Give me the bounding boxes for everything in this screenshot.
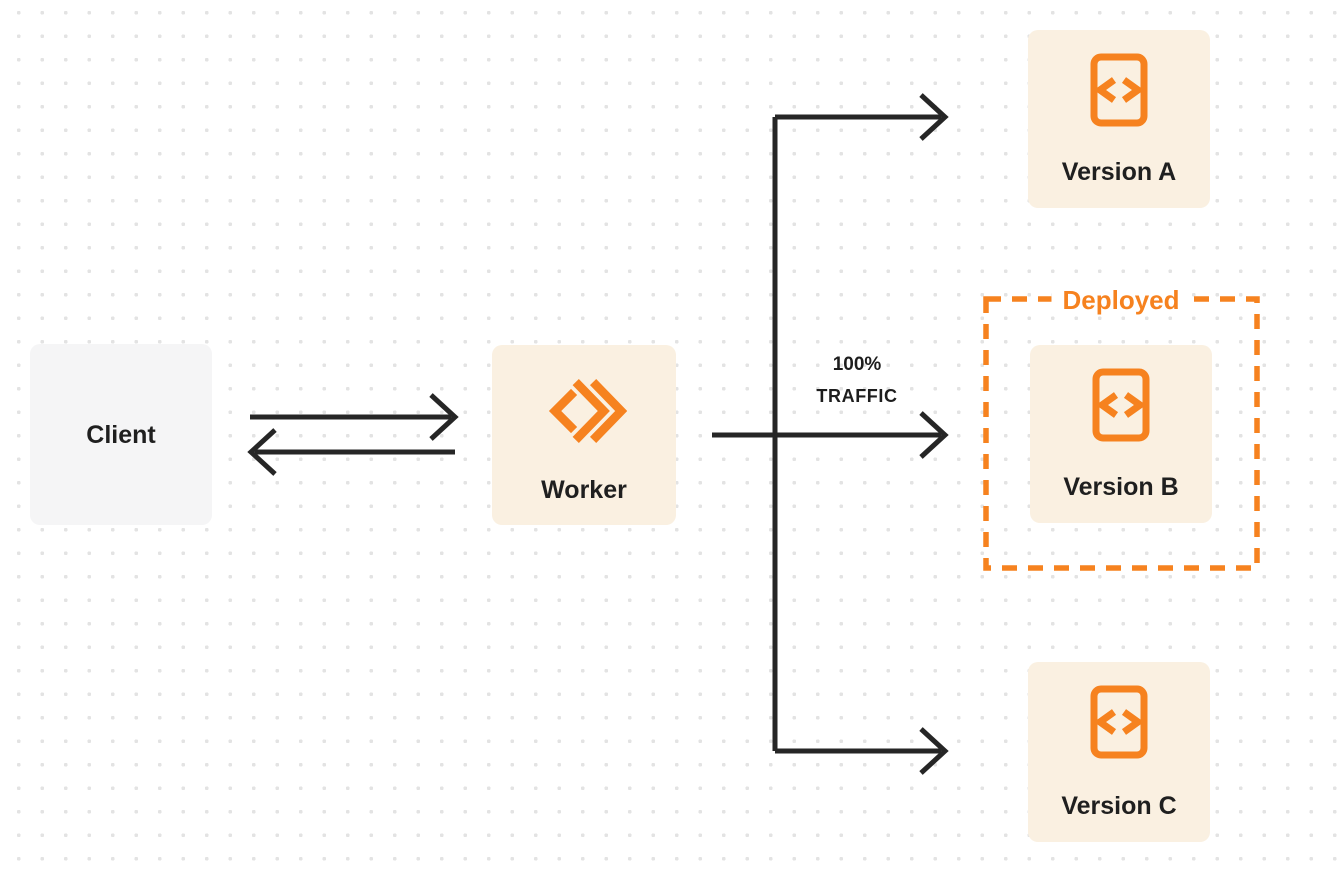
version-a-node-label: Version A (1061, 158, 1177, 186)
version-c-node-label: Version C (1061, 792, 1177, 820)
worker-to-version-a-arrow (775, 93, 949, 141)
deployed-badge: Deployed (1051, 285, 1191, 315)
version-a-node: Version A (1028, 30, 1210, 208)
version-b-node: Version B (1030, 345, 1212, 523)
code-file-icon (1090, 53, 1148, 127)
traffic-word-label: TRAFFIC (816, 386, 898, 406)
version-c-node: Version C (1028, 662, 1210, 842)
version-b-node-label: Version B (1063, 473, 1179, 501)
client-node-label: Client (86, 420, 156, 449)
client-to-worker-arrow (250, 393, 459, 441)
code-file-icon (1090, 685, 1148, 759)
worker-node: Worker (492, 345, 676, 525)
worker-to-version-c-arrow (775, 727, 949, 775)
traffic-percent-label: 100% (832, 354, 882, 375)
client-node: Client (30, 344, 212, 525)
worker-to-client-arrow (247, 428, 455, 476)
workers-chevrons-icon (548, 379, 627, 443)
code-file-icon (1092, 368, 1150, 442)
worker-node-label: Worker (541, 476, 627, 504)
traffic-annotation: 100% TRAFFIC (790, 352, 924, 409)
worker-to-version-b-arrow (712, 411, 949, 459)
